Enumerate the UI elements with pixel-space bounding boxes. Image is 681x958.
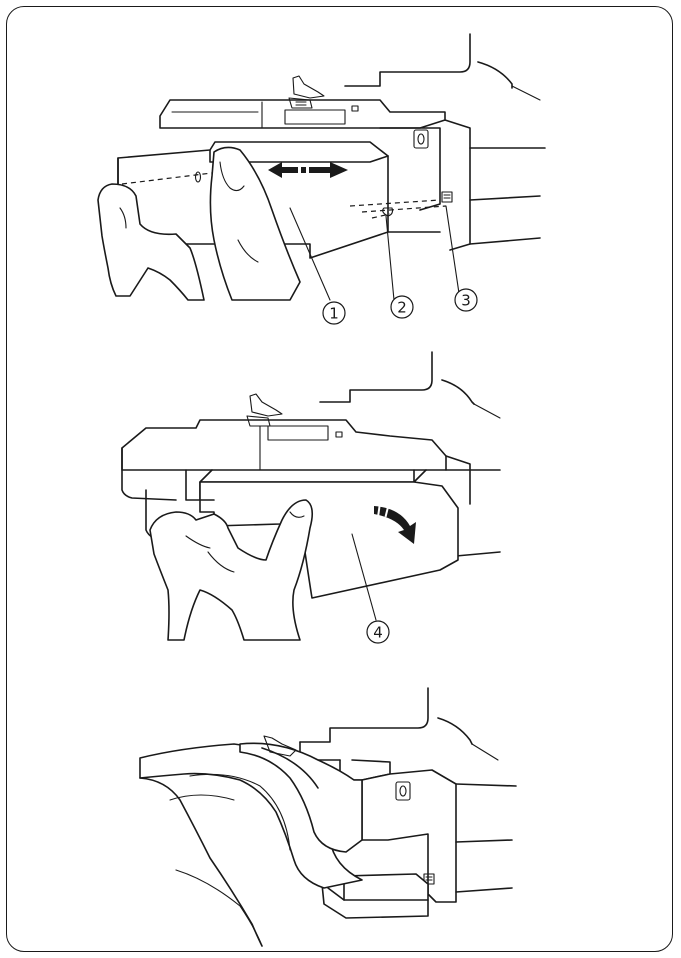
figure-extension-table-slide: 1 2 3	[97, 33, 546, 325]
callout-2: 2	[390, 295, 414, 319]
hand-icon	[149, 499, 314, 641]
presser-foot-icon	[263, 735, 297, 757]
figure-free-arm-sleeve	[139, 687, 517, 947]
callout-1-label: 1	[329, 305, 339, 323]
right-hand-icon	[209, 146, 301, 301]
fabric-sleeve-icon	[139, 742, 363, 947]
callout-1: 1	[322, 301, 346, 325]
figure-accessory-lid-open: 4	[121, 351, 501, 644]
callout-2-label: 2	[397, 299, 407, 317]
presser-foot-icon	[246, 393, 283, 427]
alignment-pin-icon	[423, 873, 435, 885]
slide-direction-arrow-icon	[268, 162, 348, 178]
callout-3-label: 3	[461, 292, 471, 310]
left-hand-icon	[97, 183, 205, 301]
page-border	[6, 6, 673, 952]
lid-open-arrow-icon	[374, 503, 416, 544]
callout-4: 4	[366, 620, 390, 644]
callout-4-label: 4	[373, 624, 383, 642]
presser-foot-icon	[288, 75, 325, 109]
callout-3: 3	[454, 288, 478, 312]
alignment-pin-icon	[441, 191, 453, 203]
